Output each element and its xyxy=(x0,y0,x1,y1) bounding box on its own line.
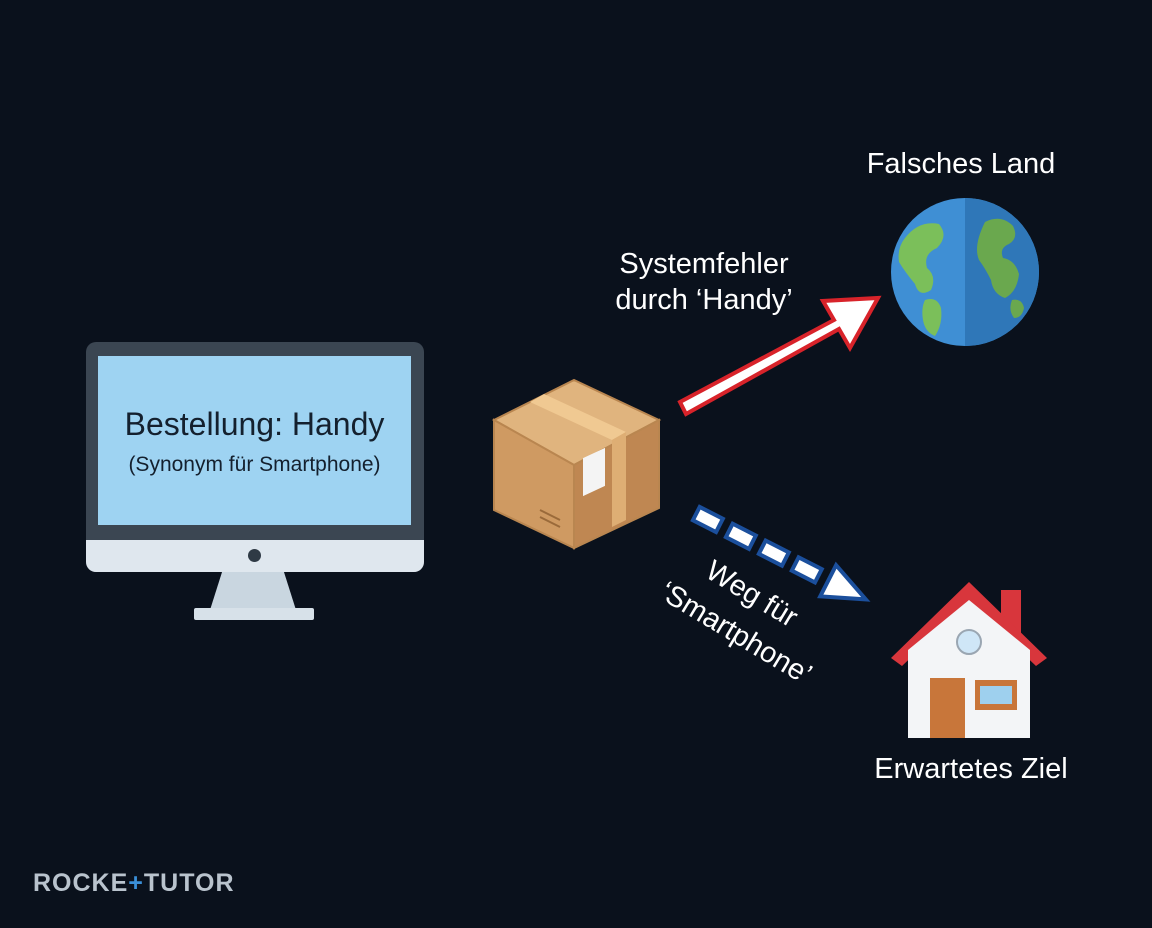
expected-destination-label: Erwartetes Ziel xyxy=(874,753,1068,785)
error-route-label-line2: durch ‘Handy’ xyxy=(615,284,793,316)
monitor-stand xyxy=(210,572,296,610)
package-box-icon xyxy=(491,378,662,550)
wrong-destination-label: Falsches Land xyxy=(866,148,1056,180)
logo-plus: + xyxy=(128,869,144,897)
monitor-base xyxy=(194,608,314,620)
globe-icon xyxy=(891,198,1039,346)
house-icon xyxy=(891,582,1047,738)
logo-part1: ROCKE xyxy=(33,869,129,897)
monitor-camera-dot xyxy=(248,549,261,562)
logo-tail: R xyxy=(215,869,235,897)
order-subtitle: (Synonym für Smartphone) xyxy=(128,453,381,476)
logo-part2: TUTO xyxy=(143,869,216,897)
correct-route-arrow xyxy=(690,504,871,602)
rocketutor-logo: ROCKE+TUTOR xyxy=(33,869,235,898)
error-route-label-line1: Systemfehler xyxy=(619,248,789,280)
order-title: Bestellung: Handy xyxy=(124,406,385,442)
monitor-screen xyxy=(98,356,411,525)
error-route-arrow xyxy=(677,295,882,417)
error-route-label: Systemfehler durch ‘Handy’ xyxy=(596,246,812,318)
